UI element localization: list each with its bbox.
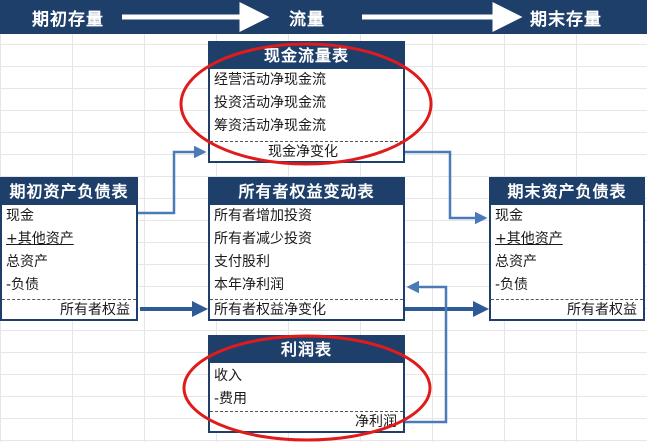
net-profit: 净利润	[210, 411, 403, 431]
cashflow-to-closing-cash-arrow	[405, 150, 488, 225]
closing-balance-sheet: 期末资产负债表 现金 +其他资产 总资产 -负债 所有者权益	[489, 177, 645, 321]
income-statement: 利润表 收入 -费用 净利润	[208, 335, 405, 433]
opening-cash-to-cashflow-arrow	[138, 145, 207, 215]
cash-flow-statement: 现金流量表 经营活动净现金流 投资活动净现金流 筹资活动净现金流 现金净变化	[208, 41, 405, 163]
opening-other-assets: +其他资产	[6, 231, 74, 247]
opening-cash: 现金	[6, 208, 34, 224]
cash-flow-statement-title: 现金流量表	[210, 43, 403, 69]
owner-reduced-investment: 所有者减少投资	[214, 231, 312, 247]
closing-total-assets: 总资产	[495, 254, 537, 270]
net-profit-to-equity-arrow	[405, 280, 448, 424]
closing-other-assets: +其他资产	[495, 231, 563, 247]
cashflow-highlight-ellipse	[179, 42, 433, 166]
opening-inventory-label: 期初存量	[32, 10, 104, 30]
closing-liabilities: -负债	[495, 277, 529, 293]
income-statement-highlight-ellipse	[182, 334, 432, 442]
opening-balance-sheet: 期初资产负债表 现金 +其他资产 总资产 -负债 所有者权益	[0, 177, 138, 321]
closing-balance-sheet-title: 期末资产负债表	[491, 179, 643, 205]
owner-added-investment: 所有者增加投资	[214, 208, 312, 224]
current-year-net-profit: 本年净利润	[214, 277, 284, 293]
net-cash-change: 现金净变化	[210, 141, 403, 161]
equity-change-statement: 所有者权益变动表 所有者增加投资 所有者减少投资 支付股利 本年净利润 所有者权…	[208, 177, 405, 321]
closing-inventory-label: 期末存量	[530, 10, 602, 30]
income-statement-title: 利润表	[210, 337, 403, 363]
net-equity-change: 所有者权益净变化	[210, 299, 403, 319]
revenue: 收入	[214, 368, 242, 384]
equity-change-statement-title: 所有者权益变动表	[210, 179, 403, 205]
operating-cash-flow: 经营活动净现金流	[214, 72, 326, 88]
flow-label: 流量	[289, 10, 325, 30]
opening-owners-equity: 所有者权益	[2, 299, 136, 319]
investing-cash-flow: 投资活动净现金流	[214, 95, 326, 111]
dividends-paid: 支付股利	[214, 254, 270, 270]
expenses: -费用	[214, 391, 248, 407]
closing-cash: 现金	[495, 208, 523, 224]
financing-cash-flow: 筹资活动净现金流	[214, 118, 326, 134]
opening-balance-sheet-title: 期初资产负债表	[2, 179, 136, 205]
flow-header-bar: 期初存量 流量 期末存量	[0, 0, 647, 34]
opening-total-assets: 总资产	[6, 254, 48, 270]
opening-liabilities: -负债	[6, 277, 40, 293]
closing-owners-equity: 所有者权益	[491, 299, 643, 319]
